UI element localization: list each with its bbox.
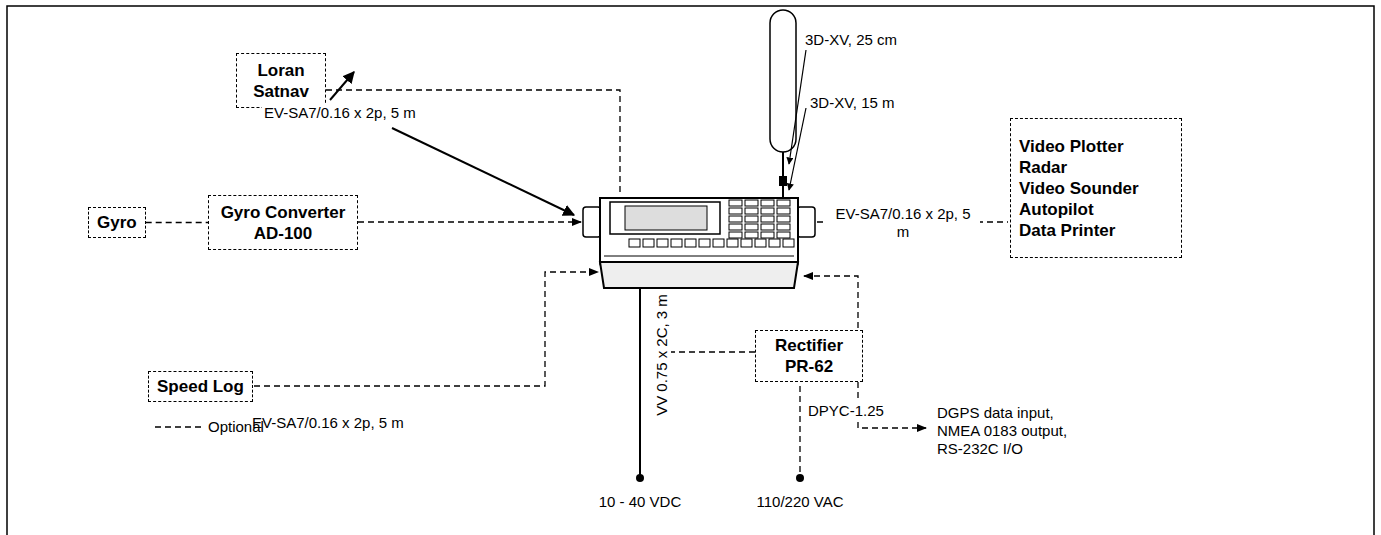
cable-label: EV-SA7/0.16 x 2p, 5 m (262, 104, 418, 122)
ac-cable (799, 376, 800, 476)
panel-line (604, 256, 794, 257)
screen-bezel (610, 202, 720, 234)
cable-label: 3D-XV, 15 m (808, 94, 897, 112)
device-name: Video Sounder (1019, 178, 1173, 199)
legend-text: Optional (208, 418, 264, 436)
leader-line (330, 72, 354, 100)
key-row (628, 238, 796, 249)
mount-bracket (583, 207, 601, 237)
device-box: Gyro Converter AD-100 (208, 195, 358, 250)
optional-wiring (155, 90, 1008, 476)
optional-connection (146, 222, 208, 223)
device-box: Speed Log (148, 371, 253, 402)
cable-label: DGPS data input, NMEA 0183 output, RS-23… (935, 404, 1089, 458)
cable-label: VV 0.75 x 2C, 3 m (653, 292, 671, 418)
dc-cable (639, 288, 641, 476)
device-box: Gyro (88, 207, 146, 238)
antenna (770, 10, 796, 152)
display-unit (600, 198, 798, 270)
unit-base (600, 262, 798, 288)
device-name: Video Plotter (1019, 136, 1173, 157)
antenna-cable (782, 186, 784, 198)
device-name: Radar (1019, 157, 1173, 178)
device-name: Rectifier PR-62 (764, 335, 854, 377)
antenna-cable (782, 152, 784, 176)
cable-label: 110/220 VAC (754, 493, 845, 511)
leader-line (392, 128, 574, 215)
antenna-connector (779, 176, 787, 186)
keypad (728, 199, 792, 239)
device-name: Speed Log (157, 376, 244, 397)
frame (7, 6, 1374, 535)
device-box: Video PlotterRadarVideo SounderAutopilot… (1010, 118, 1182, 258)
device-name: Loran Satnav (245, 60, 317, 102)
lcd-screen (625, 206, 707, 230)
cable-label: DPYC-1.25 (806, 402, 886, 420)
cable-label: 3D-XV, 25 cm (803, 31, 899, 49)
terminal-dot (636, 474, 644, 482)
device-box: Loran Satnav (236, 53, 326, 108)
device-name: Gyro (97, 212, 137, 233)
leader-line (789, 108, 806, 190)
cable-label: EV-SA7/0.16 x 2p, 5 m (250, 414, 406, 432)
device-name: Data Printer (1019, 220, 1173, 241)
terminal-dot (796, 474, 804, 482)
cable-label: EV-SA7/0.16 x 2p, 5 m (826, 205, 980, 241)
log-cable (244, 272, 598, 386)
gyro-cable (338, 221, 581, 222)
device-name: Autopilot (1019, 199, 1173, 220)
device-box: Rectifier PR-62 (755, 330, 863, 382)
mount-bracket (797, 207, 815, 237)
legend-sample (155, 426, 202, 427)
device-name: Gyro Converter AD-100 (217, 202, 349, 244)
cable-label: 10 - 40 VDC (597, 493, 684, 511)
